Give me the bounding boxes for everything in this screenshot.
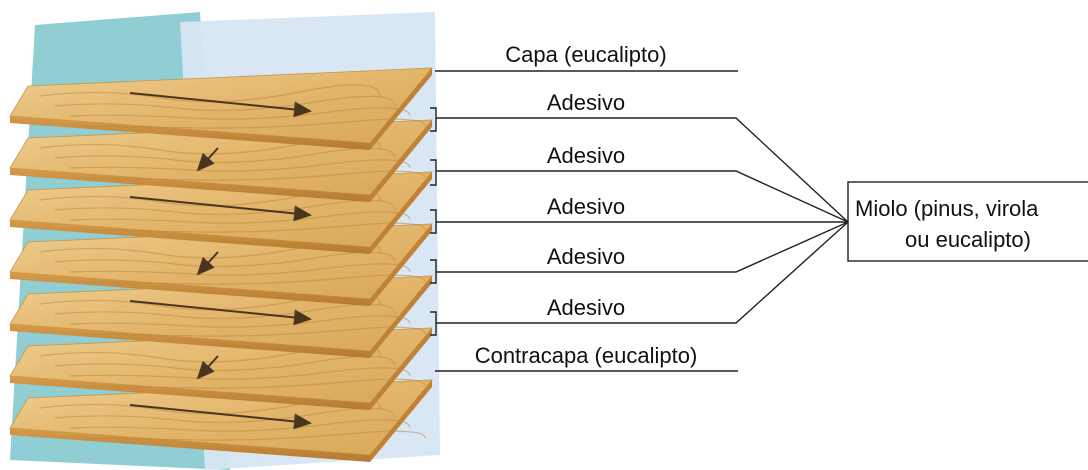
wood-grain-line: [84, 326, 426, 337]
adesivo-label-4: Adesivo: [547, 244, 625, 269]
veneer-front-edge: [10, 324, 370, 358]
veneer-front-edge: [10, 116, 370, 150]
grain-direction-arrow-icon: [129, 300, 312, 326]
capa-label: Capa (eucalipto): [505, 42, 666, 67]
adesivo-leader-5: [436, 221, 849, 324]
adesivo-label-3: Adesivo: [547, 194, 625, 219]
grain-direction-arrow-icon: [129, 196, 312, 222]
grain-direction-arrow-icon: [129, 92, 312, 118]
miolo-label-line1: Miolo (pinus, virola: [855, 196, 1039, 221]
miolo-box: [847, 181, 1088, 262]
adesivo-leader-4: [436, 221, 849, 273]
adesivo-label-1: Adesivo: [547, 90, 625, 115]
wood-grain-line: [84, 118, 426, 129]
grain-direction-arrow-icon: [129, 404, 312, 430]
wood-grain-line: [69, 159, 411, 172]
grain-direction-arrow-icon: [196, 147, 219, 172]
wood-grain-line: [69, 315, 411, 328]
wood-grain-line: [84, 170, 426, 181]
veneer-front-edge: [10, 220, 370, 254]
adesivo-leader-2: [436, 170, 849, 223]
adesivo-bracket-1: [430, 107, 437, 132]
veneer-stack: [9, 67, 433, 462]
wood-grain-line: [84, 274, 426, 285]
grain-direction-arrow-icon: [196, 355, 219, 380]
wood-grain-line: [69, 367, 411, 380]
wood-grain-line: [69, 211, 411, 224]
wood-grain-line: [69, 107, 411, 120]
veneer-front-edge: [10, 272, 370, 306]
miolo-label-line2: ou eucalipto): [905, 227, 1031, 252]
grain-direction-arrow-icon: [196, 251, 219, 276]
wood-grain-line: [84, 430, 426, 441]
wood-grain-line: [84, 378, 426, 389]
contracapa-label: Contracapa (eucalipto): [475, 343, 698, 368]
wood-grain-line: [54, 95, 396, 112]
adesivo-bracket-2: [430, 159, 437, 186]
veneer-front-edge: [10, 168, 370, 202]
adesivo-leaders: [430, 107, 849, 336]
wood-grain-line: [69, 419, 411, 432]
adesivo-leader-1: [436, 117, 849, 223]
adesivo-label-2: Adesivo: [547, 143, 625, 168]
veneer-front-edge: [10, 376, 370, 410]
veneer-layer: [9, 67, 433, 150]
wood-grain-line: [84, 222, 426, 233]
adesivo-label-5: Adesivo: [547, 295, 625, 320]
veneer-front-edge: [10, 428, 370, 462]
wood-grain-line: [69, 263, 411, 276]
